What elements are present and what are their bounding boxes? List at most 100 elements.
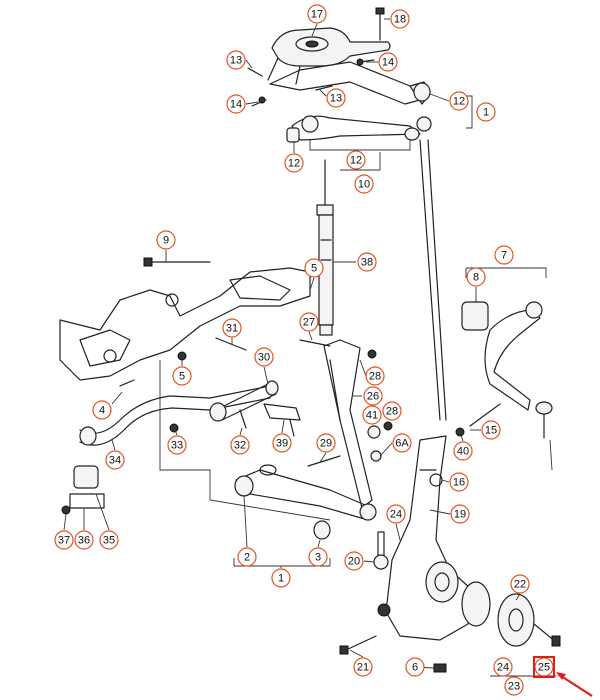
callout-number: 19 — [454, 509, 466, 521]
callout-6: 6 — [405, 657, 425, 677]
callout-7: 7 — [494, 245, 514, 265]
callout-circle — [307, 4, 327, 24]
callout-26: 26 — [363, 386, 383, 406]
highlight-box-25 — [533, 656, 555, 678]
callout-number: 13 — [230, 55, 242, 67]
callout-10: 10 — [354, 174, 374, 194]
callout-number: 2 — [244, 552, 250, 564]
callout-15: 15 — [481, 420, 501, 440]
callout-37: 37 — [54, 530, 74, 550]
callout-circle — [386, 504, 406, 524]
callout-circle — [382, 401, 402, 421]
callout-41: 41 — [362, 405, 382, 425]
callout-number: 27 — [303, 317, 315, 329]
callout-circle — [92, 400, 112, 420]
callout-number: 36 — [78, 535, 90, 547]
wheel-bearing-housing — [377, 435, 471, 641]
callout-number: 8 — [473, 272, 479, 284]
callout-number: 28 — [386, 406, 398, 418]
callout-circle — [494, 245, 514, 265]
callout-circle — [353, 657, 373, 677]
callout-24: 24 — [493, 657, 513, 677]
upper-arm-rear — [269, 61, 431, 105]
callout-number: 33 — [171, 440, 183, 452]
link-30 — [209, 380, 279, 422]
callout-circle — [74, 530, 94, 550]
callout-circle — [271, 568, 291, 588]
callout-number: 24 — [390, 509, 402, 521]
callout-number: 12 — [288, 158, 300, 170]
callout-circle — [449, 472, 469, 492]
callout-circle — [326, 88, 346, 108]
callout-3: 3 — [308, 547, 328, 567]
callout-circle — [365, 366, 385, 386]
callout-circle — [105, 450, 125, 470]
nut-6 — [433, 663, 447, 673]
shock-absorber-part — [316, 159, 334, 336]
callout-circle — [481, 420, 501, 440]
callout-1: 1 — [476, 102, 496, 122]
callout-circle — [272, 433, 292, 453]
callout-number: 23 — [508, 681, 520, 693]
callout-number: 26 — [367, 391, 379, 403]
bolt-9 — [143, 257, 211, 267]
callout-circle — [344, 551, 364, 571]
callout-number: 40 — [457, 446, 469, 458]
callout-number: 34 — [109, 455, 121, 467]
callout-number: 14 — [382, 57, 394, 69]
callout-circle — [299, 312, 319, 332]
callout-circle — [510, 574, 530, 594]
callout-18: 18 — [390, 9, 410, 29]
callout-9: 9 — [156, 230, 176, 250]
callout-number: 17 — [311, 9, 323, 21]
bolt-18 — [375, 7, 385, 41]
callout-number: 20 — [348, 556, 360, 568]
callout-25: 25 — [534, 657, 554, 677]
callout-circle — [54, 530, 74, 550]
callout-number: 32 — [234, 440, 246, 452]
bolt-21 — [339, 635, 377, 655]
ball-joint-20 — [373, 531, 389, 570]
callout-number: 9 — [163, 235, 169, 247]
callout-circle — [449, 91, 469, 111]
callout-6a: 6A — [392, 433, 412, 453]
callout-number: 28 — [369, 371, 381, 383]
callout-number: 7 — [501, 250, 507, 262]
callout-14: 14 — [226, 94, 246, 114]
lower-arm-7 — [461, 301, 553, 439]
callout-number: 18 — [394, 14, 406, 26]
callout-32: 32 — [230, 435, 250, 455]
subframe-part — [59, 267, 311, 381]
callout-circle — [453, 441, 473, 461]
callout-circle — [392, 433, 412, 453]
callout-13: 13 — [326, 88, 346, 108]
callout-number: 16 — [453, 477, 465, 489]
callout-29: 29 — [316, 433, 336, 453]
callout-circle — [167, 435, 187, 455]
callout-8: 8 — [466, 267, 486, 287]
callout-number: 30 — [258, 352, 270, 364]
bracket-39 — [263, 403, 301, 437]
callout-circle — [226, 50, 246, 70]
callout-23: 23 — [504, 676, 524, 696]
callout-circle — [504, 676, 524, 696]
callout-number: 21 — [357, 662, 369, 674]
callout-33: 33 — [167, 435, 187, 455]
callout-number: 41 — [366, 410, 378, 422]
callout-number: 37 — [58, 535, 70, 547]
callout-number: 14 — [230, 99, 242, 111]
callout-22: 22 — [510, 574, 530, 594]
callout-5: 5 — [172, 366, 192, 386]
callout-13: 13 — [226, 50, 246, 70]
callout-number: 38 — [361, 257, 373, 269]
callout-36: 36 — [74, 530, 94, 550]
callout-1: 1 — [271, 568, 291, 588]
callout-circle — [284, 153, 304, 173]
callout-circle — [308, 547, 328, 567]
callout-34: 34 — [105, 450, 125, 470]
callout-circle — [316, 433, 336, 453]
callout-circle — [226, 94, 246, 114]
callout-circle — [493, 657, 513, 677]
callout-19: 19 — [450, 504, 470, 524]
callout-number: 39 — [276, 438, 288, 450]
